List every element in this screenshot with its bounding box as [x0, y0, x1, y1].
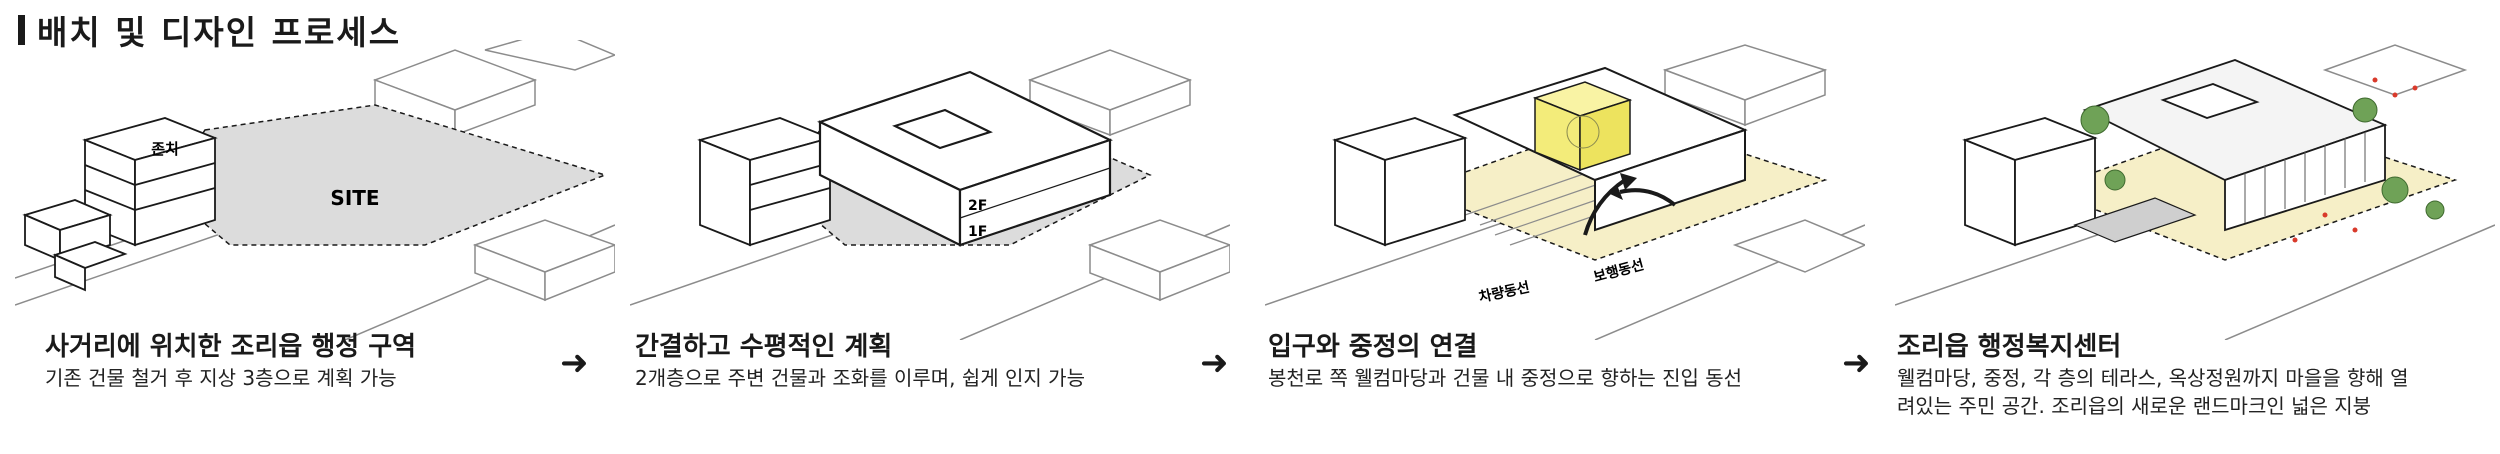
caption-2: 간결하고 수평적인 계획 2개층으로 주변 건물과 조화를 이루며, 쉽게 인지…	[635, 330, 1085, 392]
existing-building-3	[1335, 118, 1465, 245]
label-pedestrian-route: 보행동선	[1592, 257, 1646, 286]
caption-desc-1: 기존 건물 철거 후 지상 3층으로 계획 가능	[45, 364, 416, 392]
label-2f: 2F	[968, 198, 987, 214]
label-existing: 존치	[151, 140, 179, 158]
process-arrow-2: ➜	[1200, 346, 1229, 380]
caption-desc-4-line-1: 웰컴마당, 중정, 각 층의 테라스, 옥상정원까지 마을을 향해 열	[1897, 364, 2409, 392]
existing-building-4	[1965, 118, 2095, 245]
caption-title-3: 입구와 중정의 연결	[1268, 330, 1742, 364]
site-diagram-1: 존치 SITE	[15, 40, 615, 340]
process-arrow-1: ➜	[560, 346, 589, 380]
diagram-panel-1: 존치 SITE	[15, 40, 615, 340]
final-building-diagram-4	[1895, 40, 2495, 340]
label-site: SITE	[330, 186, 379, 210]
caption-title-2: 간결하고 수평적인 계획	[635, 330, 1085, 364]
diagram-panel-2: 2F 1F	[630, 40, 1230, 340]
caption-title-1: 사거리에 위치한 조리읍 행정 구역	[45, 330, 416, 364]
courtyard-volume	[1535, 82, 1630, 170]
label-vehicle-route: 차량동선	[1478, 280, 1532, 306]
caption-title-4: 조리읍 행정복지센터	[1897, 330, 2409, 364]
caption-desc-3: 봉천로 쪽 웰컴마당과 건물 내 중정으로 향하는 진입 동선	[1268, 364, 1742, 392]
caption-1: 사거리에 위치한 조리읍 행정 구역 기존 건물 철거 후 지상 3층으로 계획…	[45, 330, 416, 392]
existing-building-2	[700, 118, 830, 245]
process-arrow-3: ➜	[1842, 346, 1871, 380]
caption-desc-4-line-2: 려있는 주민 공간. 조리읍의 새로운 랜드마크인 넓은 지붕	[1897, 392, 2409, 420]
caption-3: 입구와 중정의 연결 봉천로 쪽 웰컴마당과 건물 내 중정으로 향하는 진입 …	[1268, 330, 1742, 392]
caption-desc-2: 2개층으로 주변 건물과 조화를 이루며, 쉽게 인지 가능	[635, 364, 1085, 392]
diagram-panel-3: 차량동선 보행동선	[1265, 40, 1865, 340]
diagram-panel-4	[1895, 40, 2495, 340]
label-1f: 1F	[968, 224, 987, 240]
mass-diagram-2: 2F 1F	[630, 40, 1230, 340]
circulation-diagram-3: 차량동선 보행동선	[1265, 40, 1865, 340]
caption-4: 조리읍 행정복지센터 웰컴마당, 중정, 각 층의 테라스, 옥상정원까지 마을…	[1897, 330, 2409, 420]
